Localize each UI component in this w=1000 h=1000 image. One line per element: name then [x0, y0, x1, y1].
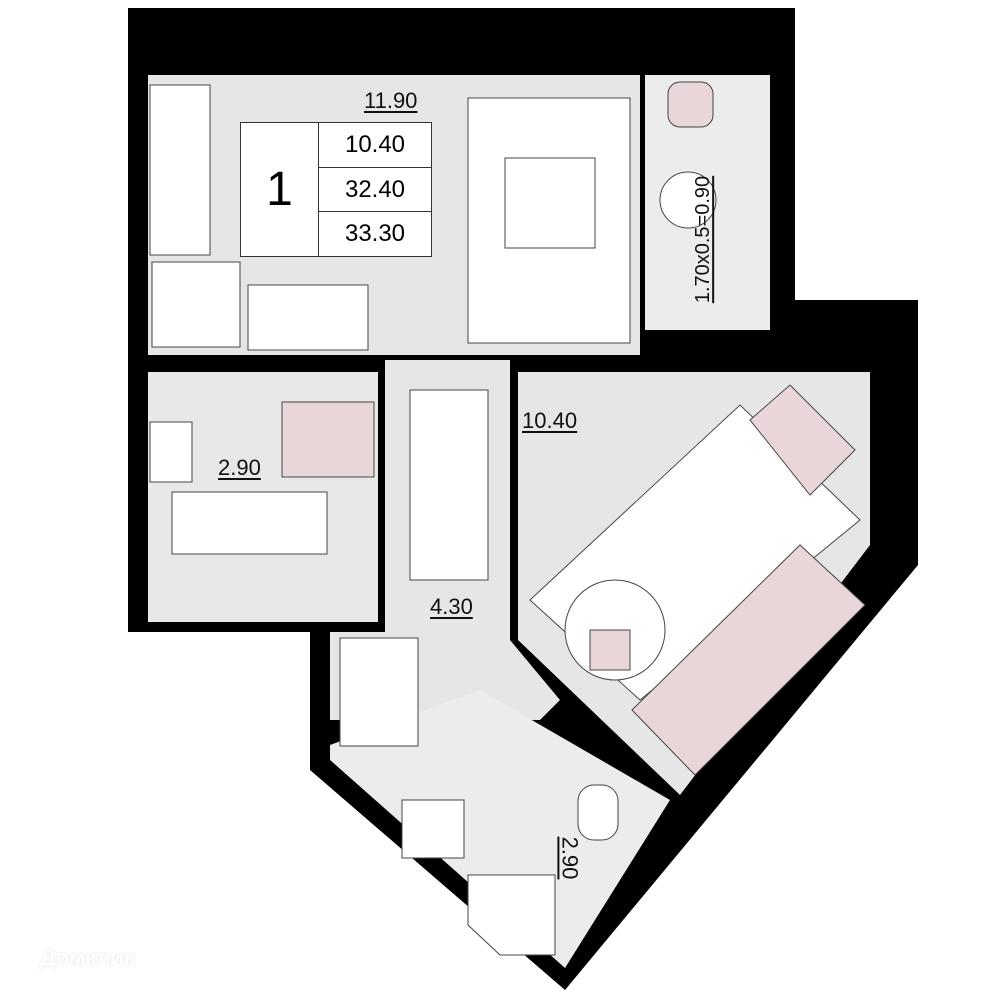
wc-area-label: 2.90: [557, 836, 583, 880]
sink: [149, 421, 193, 483]
wc-sink: [401, 799, 465, 859]
area-total: 32.40: [319, 168, 431, 213]
dining-table: [504, 157, 596, 249]
hallway-area-label: 4.30: [430, 594, 473, 619]
kitchen-unit: [149, 84, 211, 256]
toilet: [577, 784, 619, 841]
balcony-table: [659, 171, 717, 229]
room-count: 1: [241, 123, 319, 256]
room-area-label: 10.40: [522, 408, 578, 433]
wc-shower: [467, 874, 556, 956]
armchair: [749, 384, 856, 496]
sofa: [631, 544, 866, 776]
bathtub: [171, 491, 328, 555]
balcony-chair: [667, 81, 714, 128]
shower: [151, 261, 241, 348]
area-summary-table: 1 10.40 32.40 33.30: [240, 122, 432, 257]
balcony-area-label: 1.70x0.5=0.90: [692, 175, 715, 304]
wc-floor: [330, 690, 670, 968]
hall-rug: [409, 389, 489, 581]
watermark-logo: Домклик: [40, 945, 136, 970]
washer: [247, 284, 369, 351]
bathroom-area-label: 2.90: [218, 455, 261, 480]
kitchen-area-label: 11.90: [364, 88, 418, 113]
bath-rug: [281, 401, 375, 478]
area-total-with-balcony: 33.30: [344, 220, 406, 248]
area-living: 10.40: [319, 123, 431, 168]
pouf: [589, 629, 631, 671]
hall-wardrobe: [339, 637, 419, 747]
